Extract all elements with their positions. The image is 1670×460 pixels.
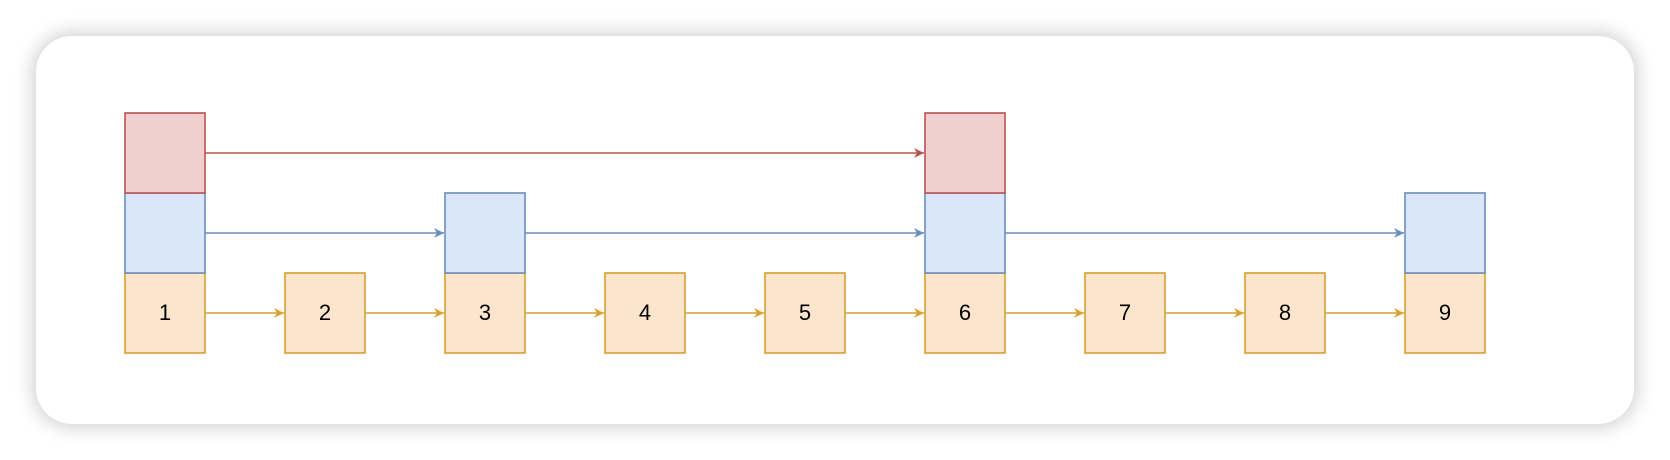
level-1-node-1 [124, 192, 206, 274]
level-0-node-box [924, 272, 1006, 354]
level-2-node-box [124, 112, 206, 194]
level-0-node-8: 8 [1244, 272, 1326, 354]
level-1-node-box [924, 192, 1006, 274]
level-2-node-6 [924, 112, 1006, 194]
level-0-node-6: 6 [924, 272, 1006, 354]
level-0-node-box [284, 272, 366, 354]
node-label: 9 [1439, 300, 1451, 325]
level-0-node-box [604, 272, 686, 354]
level-0-node-3: 3 [444, 272, 526, 354]
node-label: 8 [1279, 300, 1291, 325]
level-0-node-box [1244, 272, 1326, 354]
level-0-node-1: 1 [124, 272, 206, 354]
level-1-node-box [124, 192, 206, 274]
level-2-node-1 [124, 112, 206, 194]
node-label: 4 [639, 300, 651, 325]
level-0-node-2: 2 [284, 272, 366, 354]
nodes-layer: 1 2 3 4 5 6 7 8 9 [124, 112, 1486, 354]
level-2-node-box [924, 112, 1006, 194]
level-1-node-9 [1404, 192, 1486, 274]
node-label: 2 [319, 300, 331, 325]
edges-layer [205, 148, 1404, 318]
level-0-node-4: 4 [604, 272, 686, 354]
level-0-node-box [444, 272, 526, 354]
level-0-node-box [1084, 272, 1166, 354]
level-0-node-9: 9 [1404, 272, 1486, 354]
level-1-node-box [444, 192, 526, 274]
diagram-card [36, 36, 1634, 424]
node-label: 7 [1119, 300, 1131, 325]
level-0-node-5: 5 [764, 272, 846, 354]
level-1-node-6 [924, 192, 1006, 274]
level-0-node-box [1404, 272, 1486, 354]
node-label: 6 [959, 300, 971, 325]
level-0-node-box [124, 272, 206, 354]
level-0-node-box [764, 272, 846, 354]
level-1-node-box [1404, 192, 1486, 274]
node-label: 3 [479, 300, 491, 325]
level-0-node-7: 7 [1084, 272, 1166, 354]
node-label: 1 [159, 300, 171, 325]
node-label: 5 [799, 300, 811, 325]
level-1-node-3 [444, 192, 526, 274]
